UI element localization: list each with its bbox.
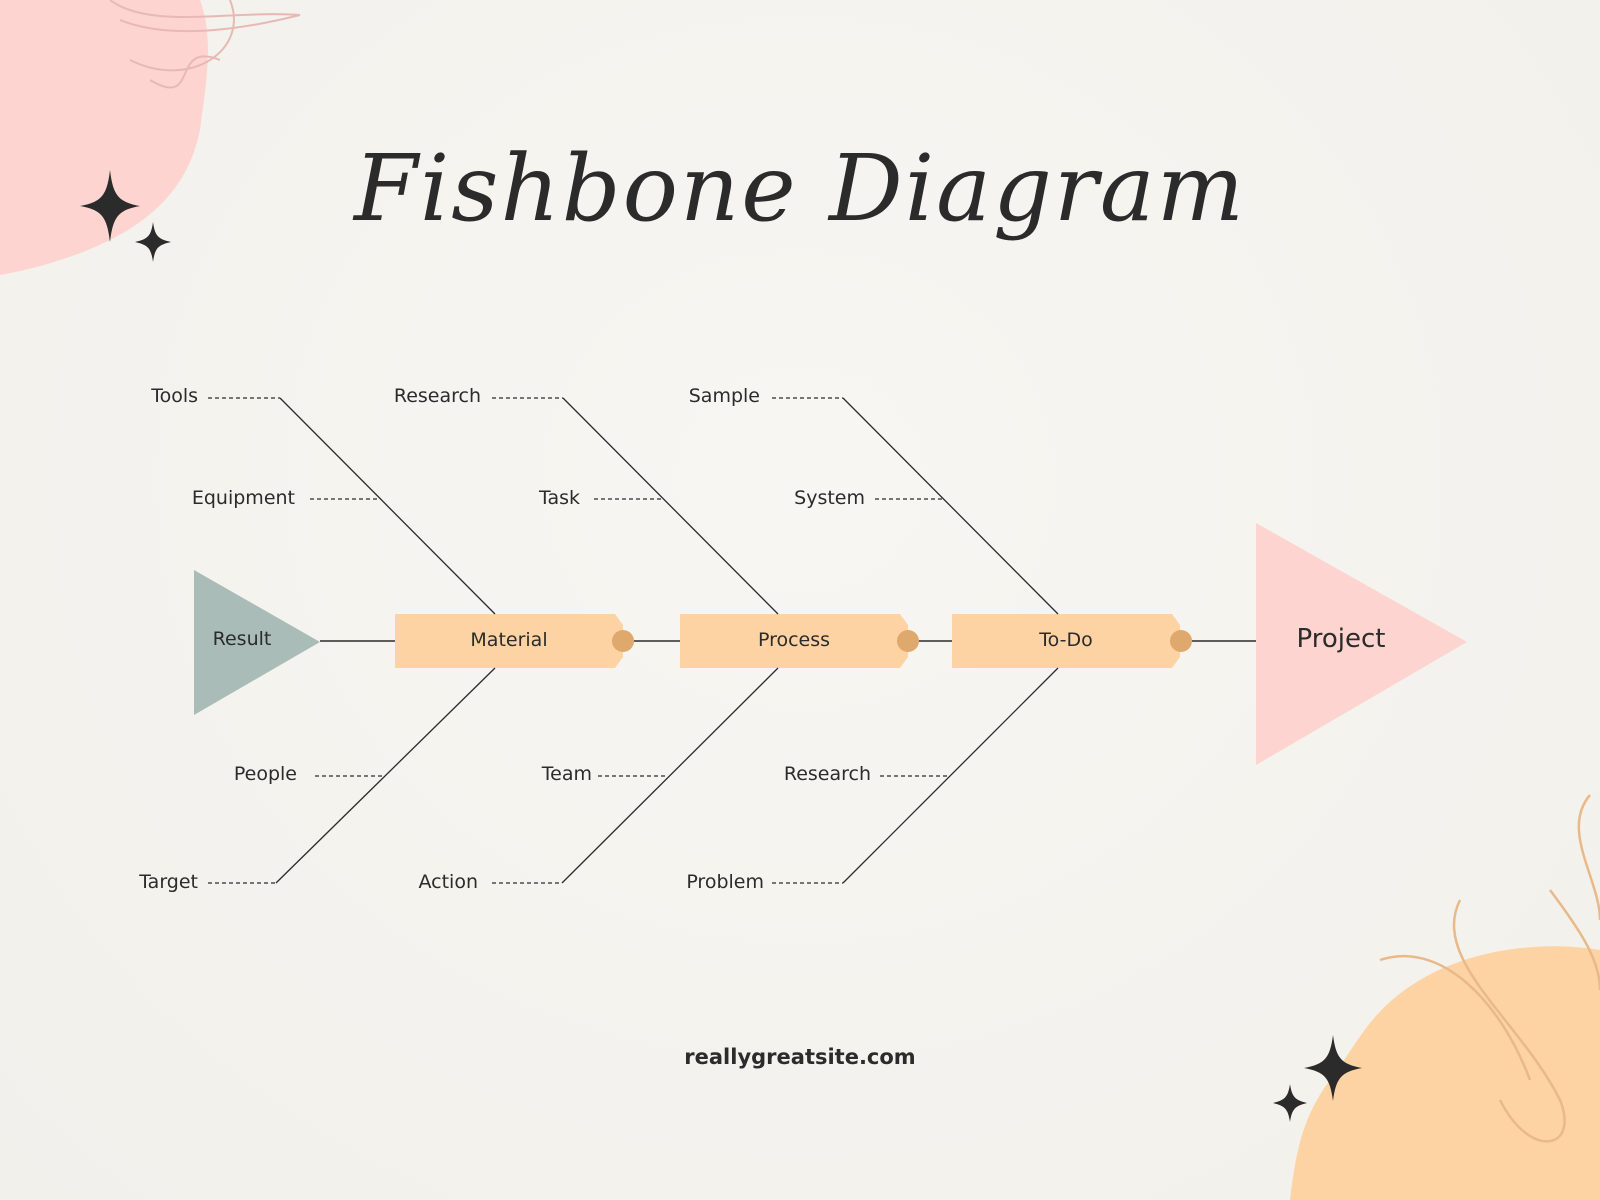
cause-label: Action [418, 871, 478, 893]
sparkle-small-icon [1273, 1084, 1307, 1122]
pink-scribble-decoration [109, 0, 301, 89]
cause-label: Sample [688, 385, 760, 407]
tail-result-triangle [194, 570, 320, 715]
cause-label: Target [139, 871, 198, 893]
category-box-process [680, 614, 908, 668]
page-title: Fishbone Diagram [354, 135, 1246, 242]
tail-result-label: Result [212, 628, 272, 650]
category-label-todo: To-Do [1039, 629, 1093, 651]
cause-label: Research [783, 763, 871, 785]
cause-label: Research [393, 385, 481, 407]
sparkle-large-icon [80, 170, 140, 242]
bones [275, 397, 1059, 884]
category-box-todo [952, 614, 1180, 668]
connector-dot [897, 630, 919, 652]
connector-dot [1170, 630, 1192, 652]
website-footer: reallygreatsite.com [684, 1045, 916, 1069]
cause-label: System [794, 487, 865, 509]
cause-label: Team [541, 763, 592, 785]
head-project-label: Project [1296, 624, 1386, 654]
cause-label: Task [538, 487, 580, 509]
category-box-material [395, 614, 623, 668]
sparkle-large-icon [1304, 1035, 1362, 1101]
cause-label: People [233, 763, 297, 785]
connector-dot [612, 630, 634, 652]
cause-label: Problem [686, 871, 764, 893]
orange-scribble-decoration [1379, 794, 1600, 1143]
sparkle-small-icon [135, 222, 171, 262]
cause-label: Tools [151, 385, 198, 407]
cause-label: Equipment [191, 487, 295, 509]
category-label-process: Process [757, 629, 831, 651]
category-label-material: Material [470, 629, 548, 651]
cause-leaders [208, 397, 948, 884]
orange-blob-decoration [1290, 946, 1600, 1200]
head-project-triangle [1256, 523, 1467, 765]
